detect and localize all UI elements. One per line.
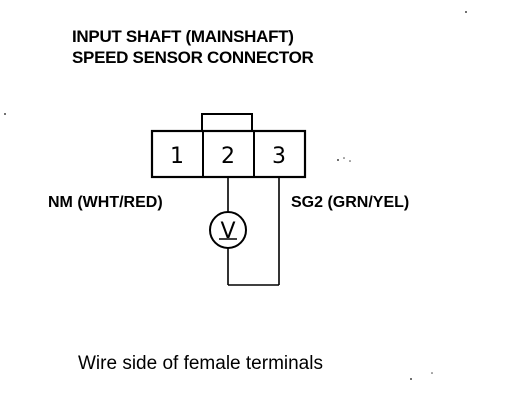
speck (4, 113, 6, 115)
speck (410, 378, 412, 380)
pin-2-label: 2 (221, 144, 235, 169)
speck (337, 159, 339, 161)
title-line-2: SPEED SENSOR CONNECTOR (72, 48, 314, 67)
speck (349, 160, 351, 162)
pin-1-label: 1 (170, 144, 184, 169)
voltmeter-symbol: V (220, 219, 235, 244)
wire-label-sg2: SG2 (GRN/YEL) (291, 194, 409, 211)
scan-specks (4, 11, 467, 380)
connector-lock-tab (201, 113, 253, 132)
title-line-1: INPUT SHAFT (MAINSHAFT) (72, 27, 294, 46)
pin-3-label: 3 (272, 144, 286, 169)
connector-housing (150, 129, 307, 179)
speck (431, 372, 433, 374)
voltmeter-icon: V (209, 211, 247, 249)
wire-label-nm: NM (WHT/RED) (48, 194, 163, 211)
diagram-title: INPUT SHAFT (MAINSHAFT) SPEED SENSOR CON… (72, 26, 314, 68)
speck (343, 157, 345, 159)
diagram-caption: Wire side of female terminals (78, 353, 323, 374)
speck (465, 11, 467, 13)
